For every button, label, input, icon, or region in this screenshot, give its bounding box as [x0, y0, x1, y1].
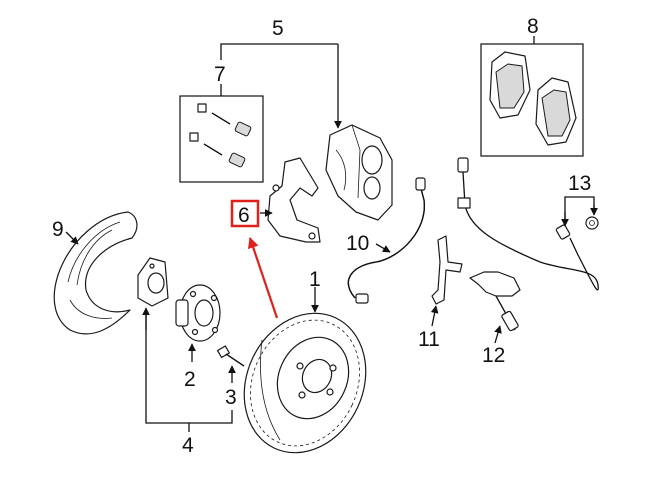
wheel-hub — [175, 284, 221, 342]
callout-7: 7 — [214, 63, 226, 86]
callout-10: 10 — [346, 232, 369, 255]
callout-2: 2 — [184, 368, 196, 391]
leader-lines — [65, 36, 598, 432]
callout-labels: 1 2 3 4 5 6 7 8 9 10 11 12 13 — [52, 15, 591, 457]
highlight-callout-6 — [230, 199, 279, 319]
hose-bracket — [431, 235, 463, 305]
callout-4: 4 — [182, 434, 194, 457]
callout-11: 11 — [418, 328, 440, 351]
callout-12: 12 — [482, 344, 505, 367]
callout-8: 8 — [527, 15, 539, 38]
brake-disc — [243, 312, 367, 454]
wheel-bearing — [137, 257, 169, 307]
callout-9: 9 — [52, 218, 64, 241]
callout-5: 5 — [272, 17, 284, 40]
guide-pin-kit — [179, 95, 264, 183]
brake-pads-kit — [480, 43, 584, 157]
brake-hose — [347, 177, 426, 304]
callout-1: 1 — [309, 268, 321, 291]
splash-shield — [53, 211, 138, 335]
callout-3: 3 — [225, 386, 237, 409]
callout-6: 6 — [238, 204, 250, 227]
caliper-bracket — [267, 157, 321, 243]
hub-bolt — [216, 345, 245, 367]
callout-13: 13 — [568, 172, 591, 195]
brake-caliper — [325, 124, 393, 221]
wear-sensor-cable — [457, 157, 599, 332]
